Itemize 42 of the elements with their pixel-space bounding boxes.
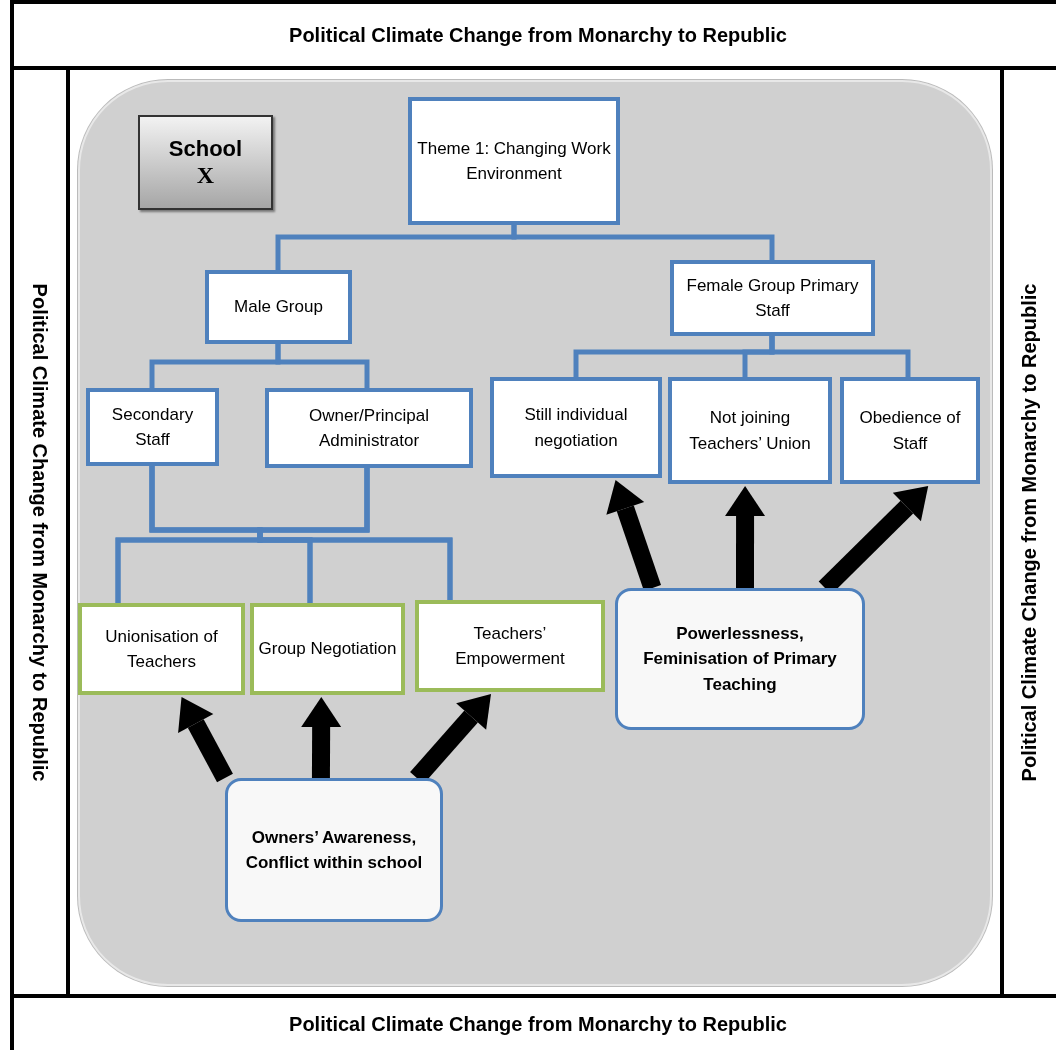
node-label: Female Group Primary Staff	[685, 274, 860, 322]
node-label: Theme 1: Changing Work Environment	[416, 137, 612, 185]
arrow	[178, 697, 233, 783]
concept-box	[840, 377, 980, 484]
concept-box	[670, 260, 875, 336]
concept-box	[250, 603, 405, 695]
cause-box	[615, 588, 865, 730]
arrow	[725, 486, 766, 588]
concept-box	[78, 603, 245, 695]
concept-box	[86, 388, 219, 466]
node-label: Political Climate Change from Monarchy to Republic	[1018, 283, 1042, 781]
connector-line	[275, 344, 370, 388]
frame-band	[10, 0, 1056, 70]
node-label: Owners’ Awareness, Conflict within school	[244, 826, 424, 874]
concept-box	[668, 377, 832, 484]
node-label: Still individual negotiation	[523, 404, 629, 452]
node-label: School	[168, 136, 243, 162]
cause-box	[225, 778, 443, 922]
arrow	[606, 480, 661, 591]
concept-box	[265, 388, 473, 468]
node-label: Teachers’ Empowerment	[454, 622, 566, 670]
node-label: Powerlessness, Feminisation of Primary Teaching	[642, 622, 838, 696]
arrow	[301, 697, 342, 779]
node-label: Political Climate Change from Monarchy to Republic	[28, 283, 52, 781]
node-label: Male Group	[234, 296, 323, 319]
node-label: Not joining Teachers’ Union	[688, 407, 812, 455]
node-label: Political Climate Change from Monarchy to Republic	[289, 23, 787, 47]
concept-box	[490, 377, 662, 478]
concept-box	[205, 270, 352, 344]
school-box	[138, 115, 273, 210]
node-label: Group Negotiation	[258, 638, 397, 661]
panel-background	[78, 80, 992, 986]
concept-box	[408, 97, 620, 225]
node-label: Obedience of Staff	[858, 407, 962, 455]
connector-line	[511, 225, 775, 260]
node-label: Unionisation of Teachers	[104, 625, 219, 673]
node-label: Owner/Principal Administrator	[308, 404, 430, 452]
node-label: X	[196, 162, 215, 189]
connector-line	[769, 336, 911, 377]
node-label: Political Climate Change from Monarchy to Republic	[289, 1012, 787, 1036]
concept-box	[415, 600, 605, 692]
node-label: Secondary Staff	[110, 403, 195, 451]
